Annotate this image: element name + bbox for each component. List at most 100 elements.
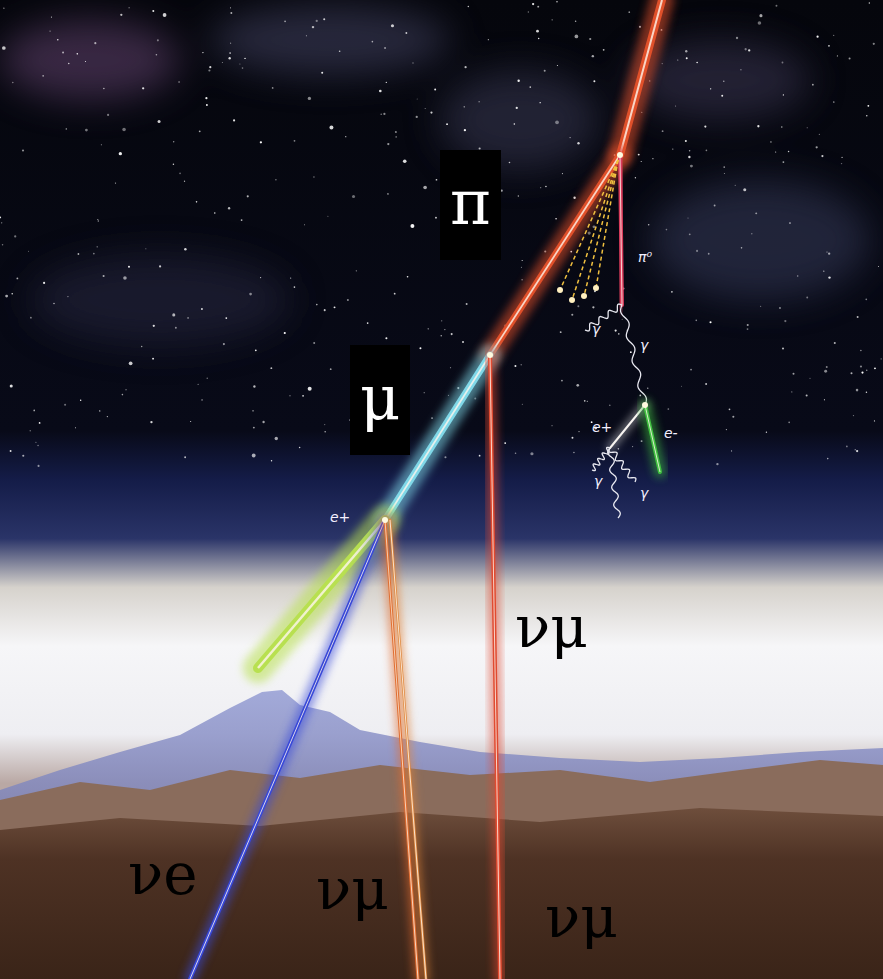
star xyxy=(551,425,552,426)
star xyxy=(569,137,570,138)
star xyxy=(561,380,563,382)
star xyxy=(316,20,318,22)
star xyxy=(514,365,516,367)
star xyxy=(521,267,522,268)
star xyxy=(509,162,511,164)
star xyxy=(662,63,663,64)
star xyxy=(639,26,641,28)
star xyxy=(184,181,185,182)
star xyxy=(618,333,620,335)
particle-label: π xyxy=(440,150,501,260)
star xyxy=(866,370,868,372)
star xyxy=(329,126,333,130)
star xyxy=(555,120,559,124)
star xyxy=(464,106,465,107)
star xyxy=(209,66,211,68)
star xyxy=(671,291,673,293)
star xyxy=(327,216,328,217)
star xyxy=(85,129,88,132)
muon-neutrino-track xyxy=(490,355,500,979)
star xyxy=(158,120,161,123)
star xyxy=(201,308,203,310)
star xyxy=(275,179,277,181)
star xyxy=(396,136,397,137)
star xyxy=(648,224,650,226)
star xyxy=(64,404,66,406)
muon-neutrino-track xyxy=(385,520,418,979)
star xyxy=(723,80,724,81)
primary-track-glow xyxy=(620,0,662,155)
star xyxy=(622,319,623,320)
star xyxy=(846,446,848,448)
star xyxy=(16,278,18,280)
star xyxy=(97,246,98,247)
star xyxy=(386,82,387,83)
star xyxy=(252,410,253,411)
star xyxy=(641,440,643,442)
star xyxy=(150,421,152,423)
star xyxy=(141,346,143,348)
star xyxy=(529,86,531,88)
star xyxy=(241,219,243,221)
star xyxy=(576,384,579,387)
star xyxy=(536,30,539,33)
particle-label: νe xyxy=(128,845,198,903)
star xyxy=(573,452,575,454)
star xyxy=(775,5,777,7)
star xyxy=(856,389,859,392)
star xyxy=(857,316,859,318)
decay-vertex xyxy=(487,352,493,358)
star xyxy=(696,250,698,252)
star xyxy=(687,217,688,218)
decay-vertex xyxy=(617,152,623,158)
star xyxy=(103,275,105,277)
star xyxy=(417,98,418,99)
star xyxy=(747,328,749,330)
star xyxy=(638,154,640,156)
star xyxy=(690,165,693,168)
muon-neutrino-track-core xyxy=(490,355,500,979)
star xyxy=(592,306,594,308)
star xyxy=(841,163,842,164)
star xyxy=(129,7,130,8)
star xyxy=(387,193,388,194)
star xyxy=(672,149,673,150)
star xyxy=(466,303,468,305)
star xyxy=(532,3,534,5)
star xyxy=(156,54,158,56)
star xyxy=(555,218,557,220)
star xyxy=(262,421,264,423)
star xyxy=(874,420,875,421)
star xyxy=(450,367,451,368)
star xyxy=(345,136,346,137)
star xyxy=(709,321,711,323)
star xyxy=(573,196,575,198)
star xyxy=(812,84,814,86)
star xyxy=(101,144,102,145)
star xyxy=(860,365,862,367)
star xyxy=(726,429,727,430)
star xyxy=(271,460,272,461)
star xyxy=(587,401,588,402)
star xyxy=(721,95,723,97)
star xyxy=(405,32,407,34)
star xyxy=(313,342,315,344)
star xyxy=(30,317,32,319)
star xyxy=(299,447,301,449)
star xyxy=(816,146,818,148)
star xyxy=(383,113,385,115)
star xyxy=(729,408,731,410)
star xyxy=(577,142,579,144)
star xyxy=(632,446,633,447)
star xyxy=(696,62,698,64)
star xyxy=(163,13,167,17)
star xyxy=(878,266,879,267)
star xyxy=(97,219,98,220)
star xyxy=(0,216,1,218)
star xyxy=(488,39,489,40)
pion-track-glow xyxy=(490,155,620,355)
star xyxy=(736,37,738,39)
star xyxy=(861,372,863,374)
star xyxy=(827,458,829,460)
